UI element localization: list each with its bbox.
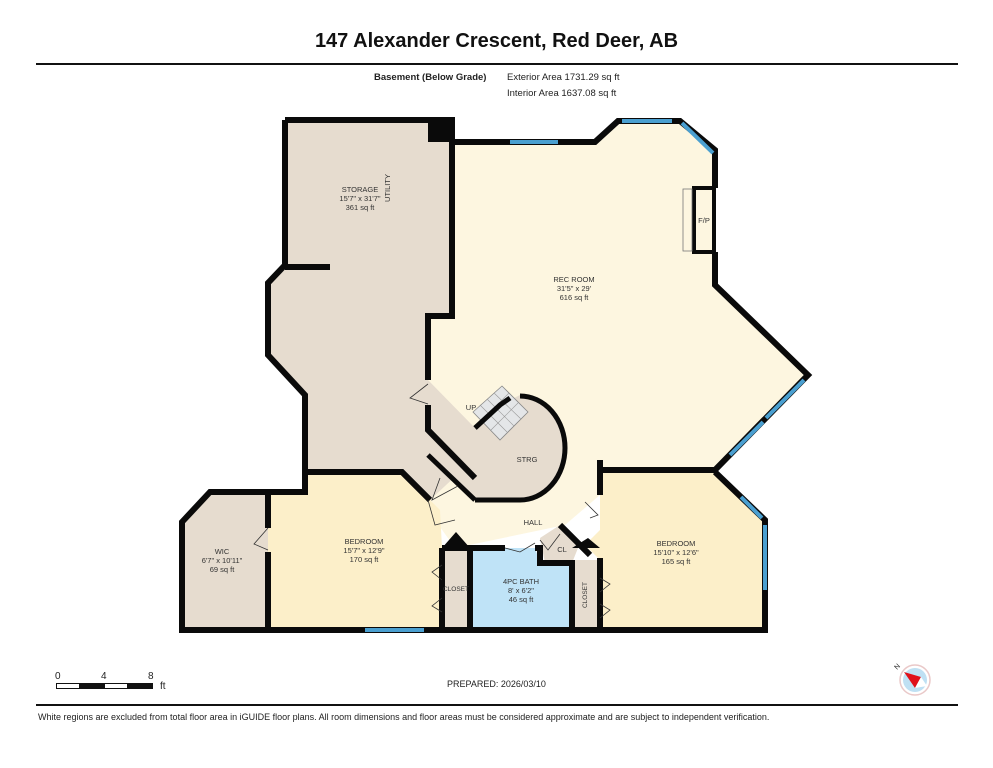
footer-divider bbox=[36, 704, 958, 706]
room-label-storage: STORAGE 15'7" x 31'7" 361 sq ft bbox=[339, 185, 380, 212]
room-label-bath: 4PC BATH 8' x 6'2" 46 sq ft bbox=[503, 577, 539, 604]
interior-area: Interior Area 1637.08 sq ft bbox=[507, 88, 617, 99]
bedroom-left-area bbox=[268, 472, 442, 630]
room-label-rec-room: REC ROOM 31'5" x 29' 616 sq ft bbox=[553, 275, 594, 302]
svg-text:46 sq ft: 46 sq ft bbox=[509, 595, 535, 604]
corner-block bbox=[442, 532, 470, 548]
room-label-bedroom-left: BEDROOM 15'7" x 12'9" 170 sq ft bbox=[343, 537, 384, 564]
hearth bbox=[682, 188, 693, 252]
svg-text:170 sq ft: 170 sq ft bbox=[350, 555, 380, 564]
svg-text:15'10" x 12'6": 15'10" x 12'6" bbox=[653, 548, 699, 557]
scale-bar bbox=[56, 683, 153, 689]
svg-text:WIC: WIC bbox=[215, 547, 230, 556]
prepared-date: PREPARED: 2026/03/10 bbox=[447, 679, 546, 689]
svg-text:31'5" x 29': 31'5" x 29' bbox=[557, 284, 592, 293]
scale-tick-8: 8 bbox=[148, 671, 154, 682]
svg-text:15'7" x 31'7": 15'7" x 31'7" bbox=[339, 194, 380, 203]
wic-area bbox=[182, 492, 268, 630]
windows bbox=[365, 119, 806, 632]
compass-north-label: N bbox=[893, 663, 902, 672]
door-swings bbox=[253, 383, 611, 619]
room-label-bedroom-right: BEDROOM 15'10" x 12'6" 165 sq ft bbox=[653, 539, 699, 566]
svg-text:4PC BATH: 4PC BATH bbox=[503, 577, 539, 586]
floor-label: Basement (Below Grade) bbox=[374, 72, 487, 83]
closet-right-label: CLOSET bbox=[582, 582, 589, 608]
closet-left-label: CLOSET bbox=[443, 586, 469, 593]
closet-right-area bbox=[572, 560, 600, 630]
scale-tick-0: 0 bbox=[55, 671, 61, 682]
svg-text:69 sq ft: 69 sq ft bbox=[210, 565, 236, 574]
scale-tick-4: 4 bbox=[101, 671, 107, 682]
strg-label: STRG bbox=[517, 455, 538, 464]
svg-text:6'7" x 10'11": 6'7" x 10'11" bbox=[202, 556, 243, 565]
svg-text:361 sq ft: 361 sq ft bbox=[346, 203, 376, 212]
stairs bbox=[472, 385, 529, 441]
bath-area bbox=[470, 548, 572, 630]
compass-icon: N bbox=[893, 663, 931, 696]
disclaimer-text: White regions are excluded from total fl… bbox=[38, 712, 770, 722]
svg-text:BEDROOM: BEDROOM bbox=[657, 539, 696, 548]
utility-label: UTILITY bbox=[383, 174, 392, 202]
closet-left-area bbox=[442, 548, 470, 630]
svg-text:165 sq ft: 165 sq ft bbox=[662, 557, 692, 566]
room-label-wic: WIC 6'7" x 10'11" 69 sq ft bbox=[202, 547, 243, 574]
storage-area bbox=[268, 120, 460, 500]
svg-text:BEDROOM: BEDROOM bbox=[345, 537, 384, 546]
exterior-area: Exterior Area 1731.29 sq ft bbox=[507, 72, 620, 83]
svg-text:REC ROOM: REC ROOM bbox=[553, 275, 594, 284]
bedroom-right-area bbox=[585, 472, 765, 630]
hall-label: HALL bbox=[524, 518, 543, 527]
svg-text:STORAGE: STORAGE bbox=[342, 185, 379, 194]
strg-area bbox=[428, 380, 566, 500]
cl-label: CL bbox=[557, 545, 567, 554]
scale-unit: ft bbox=[160, 681, 166, 692]
utility-block bbox=[428, 120, 452, 142]
svg-text:15'7" x 12'9": 15'7" x 12'9" bbox=[343, 546, 384, 555]
title-divider bbox=[36, 63, 958, 65]
strg-wall bbox=[475, 393, 568, 503]
strg-wall-diag bbox=[426, 453, 477, 502]
fireplace bbox=[692, 186, 716, 254]
cl-area bbox=[540, 525, 578, 563]
corner-block bbox=[572, 538, 600, 548]
stair-wall bbox=[473, 395, 512, 430]
svg-text:616 sq ft: 616 sq ft bbox=[560, 293, 590, 302]
stairs-up-label: UP bbox=[466, 403, 476, 412]
svg-text:8' x 6'2": 8' x 6'2" bbox=[508, 586, 534, 595]
page-title: 147 Alexander Crescent, Red Deer, AB bbox=[314, 30, 679, 52]
fireplace-label: F/P bbox=[698, 216, 710, 225]
